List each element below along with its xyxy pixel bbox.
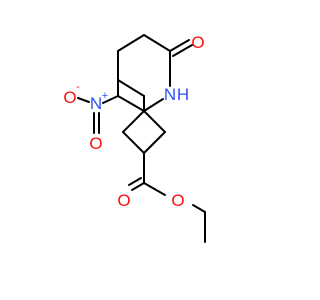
nitro-oxygen-left-label: O <box>63 88 76 107</box>
molecule-canvas: O N H N + O - O O O <box>63 33 206 243</box>
amide-hydrogen-label: H <box>177 85 189 104</box>
bond-c12-o-a <box>169 39 190 52</box>
bond-ca-cbottom <box>122 131 145 154</box>
bond-ccarbonyl-oether <box>143 182 166 196</box>
bond-c8-c9 <box>117 79 145 97</box>
bond-nitro-n-oleft <box>77 97 90 103</box>
bond-spiro-c8-b <box>117 95 145 112</box>
lactam-oxygen-label: O <box>191 33 204 52</box>
amide-nitrogen-label: N <box>164 85 176 104</box>
molecule-structure: O N H N + O - O O O <box>63 33 206 243</box>
bond-cb-cbottom <box>143 131 166 154</box>
nitro-oxygen-bottom-label: O <box>89 134 102 153</box>
bond-c10-c11 <box>117 34 145 52</box>
bond-spiro-cb <box>143 110 166 133</box>
bond-ccarbonyl-o-b <box>128 177 142 186</box>
ester-ether-oxygen-label: O <box>171 191 184 210</box>
bond-ccarbonyl-o-a <box>131 182 145 191</box>
nitro-plus-charge: + <box>102 90 108 102</box>
bond-n-spiro <box>143 98 164 112</box>
bond-c12-o-b <box>172 44 193 57</box>
bond-oether-ch2 <box>192 204 206 213</box>
bond-c8-nitro <box>102 95 119 104</box>
bond-spiro-ca <box>122 110 145 133</box>
nitro-nitrogen-label: N <box>90 94 102 113</box>
bond-c11-c12 <box>143 34 171 52</box>
ester-carbonyl-oxygen-label: O <box>117 191 130 210</box>
nitro-minus-charge: - <box>76 81 80 93</box>
